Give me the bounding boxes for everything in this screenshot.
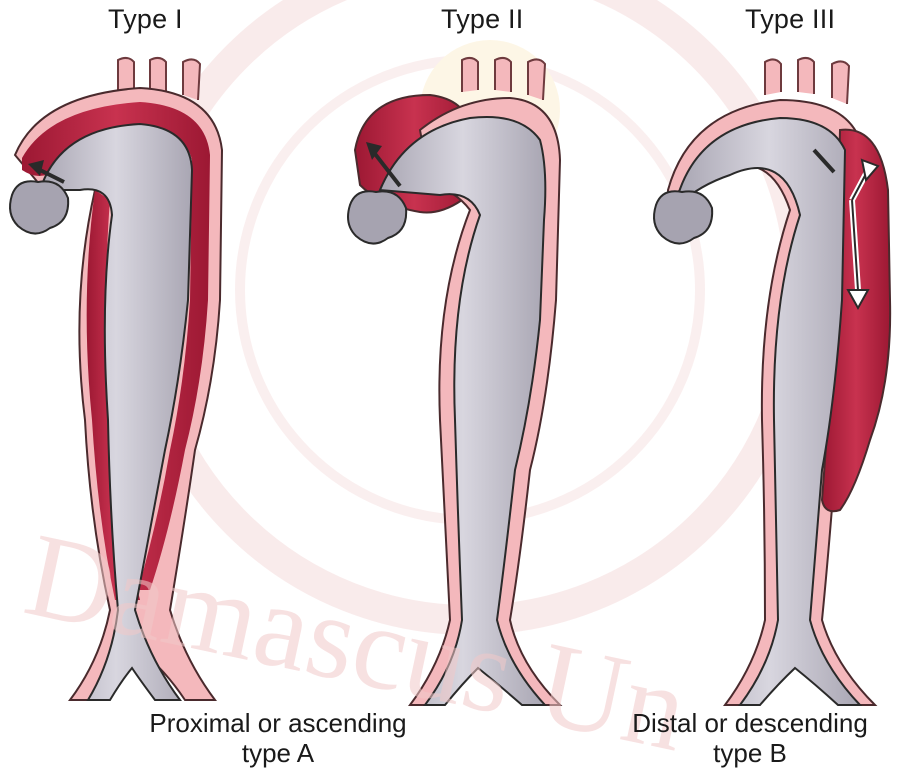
type-2-title: Type II [441, 4, 523, 35]
caption-proximal-line2: type A [118, 738, 438, 768]
type-3-title: Type III [745, 4, 835, 35]
caption-distal: Distal or descending type B [600, 708, 900, 768]
caption-proximal-line1: Proximal or ascending [118, 708, 438, 738]
caption-distal-line1: Distal or descending [600, 708, 900, 738]
aorta-type-3 [654, 58, 890, 705]
caption-proximal: Proximal or ascending type A [118, 708, 438, 768]
caption-distal-line2: type B [600, 738, 900, 768]
type-1-title: Type I [108, 4, 183, 35]
